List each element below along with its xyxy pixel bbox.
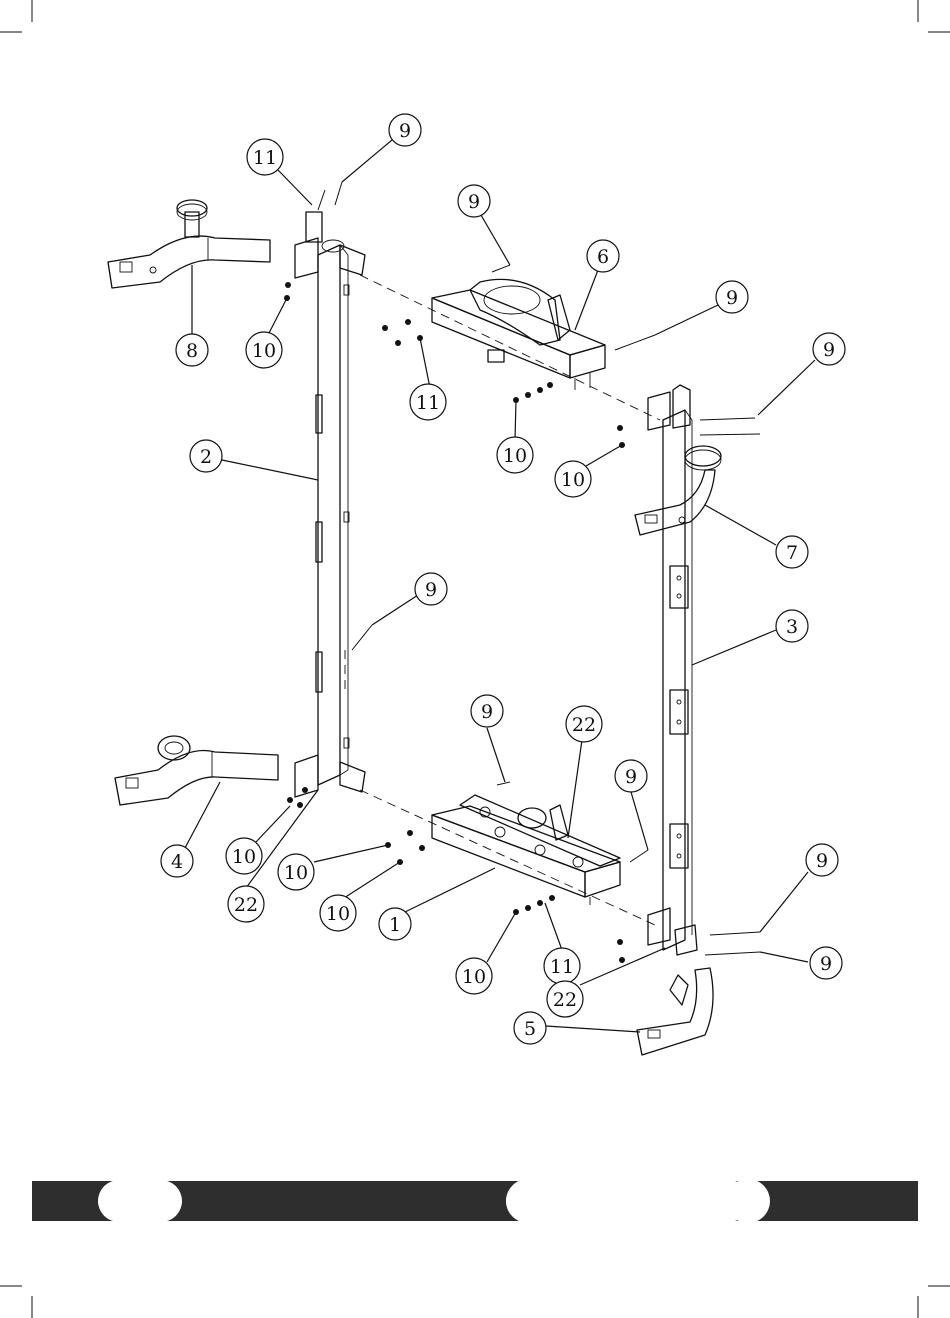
callout-9-right-2: 9 (813, 333, 845, 365)
callout-10-lower-2: 10 (320, 895, 356, 931)
callout-9-right-1: 9 (716, 281, 748, 313)
upper-left-arm (108, 200, 270, 288)
callout-number: 9 (468, 191, 480, 213)
callout-number: 11 (550, 956, 574, 978)
callout-number: 7 (786, 542, 798, 564)
callout-10-left-top: 10 (246, 332, 282, 368)
callout-9-lower-right: 9 (615, 760, 647, 792)
callout-number: 10 (284, 862, 308, 884)
callout-number: 6 (597, 246, 609, 268)
callout-number: 3 (786, 616, 798, 638)
callout-10-left-bottom: 10 (226, 838, 262, 874)
callout-10-bottom: 10 (456, 958, 492, 994)
lower-left-arm (115, 736, 278, 805)
right-upright-tube (648, 385, 697, 955)
callout-number: 10 (326, 903, 350, 925)
right-upper-arm (635, 446, 721, 535)
callout-number: 9 (726, 287, 738, 309)
callout-number: 10 (252, 340, 276, 362)
callout-number: 9 (481, 701, 493, 723)
callout-1: 1 (379, 908, 411, 940)
callout-9-lower-mid: 9 (471, 695, 503, 727)
callout-5: 5 (514, 1012, 546, 1044)
callout-9-top: 9 (389, 114, 421, 146)
callout-9-upper-mid: 9 (458, 185, 490, 217)
callout-number: 10 (503, 445, 527, 467)
callout-number: 10 (462, 966, 486, 988)
callout-number: 10 (232, 846, 256, 868)
callout-number: 9 (625, 766, 637, 788)
callout-9-far-right-1: 9 (806, 844, 838, 876)
callout-2: 2 (190, 440, 222, 472)
lower-cross-beam (432, 795, 620, 905)
callout-11-mid: 11 (410, 384, 446, 420)
callout-number: 22 (234, 894, 258, 916)
callout-number: 8 (186, 340, 198, 362)
lower-right-arm (637, 968, 713, 1055)
callout-number: 2 (200, 446, 212, 468)
callout-22-right: 22 (547, 981, 583, 1017)
callout-number: 22 (572, 714, 596, 736)
callout-number: 11 (253, 147, 277, 169)
callout-22-left: 22 (228, 886, 264, 922)
callout-number: 22 (553, 989, 577, 1011)
callout-number: 9 (425, 579, 437, 601)
callout-number: 10 (561, 469, 585, 491)
callout-number: 9 (823, 339, 835, 361)
callout-8: 8 (176, 334, 208, 366)
callout-10-mid: 10 (497, 437, 533, 473)
upper-cross-beam (432, 279, 605, 390)
callout-4: 4 (161, 845, 193, 877)
callout-7: 7 (776, 536, 808, 568)
callout-22-mid: 22 (566, 706, 602, 742)
callout-9-left-mid: 9 (415, 573, 447, 605)
callout-number: 9 (820, 953, 832, 975)
callout-10-right: 10 (555, 461, 591, 497)
callout-3: 3 (776, 610, 808, 642)
leader-lines (185, 140, 815, 1032)
callout-number: 4 (171, 851, 183, 873)
callout-number: 11 (416, 392, 440, 414)
callout-10-lower-1: 10 (278, 854, 314, 890)
callout-9-far-right-2: 9 (810, 947, 842, 979)
callout-number: 1 (389, 914, 401, 936)
callout-11-bottom: 11 (544, 948, 580, 984)
callout-11-top: 11 (247, 139, 283, 175)
callout-number: 9 (816, 850, 828, 872)
footer-bar (32, 1179, 918, 1223)
left-upright-tube (295, 212, 365, 797)
callout-number: 5 (524, 1018, 536, 1040)
callout-6: 6 (587, 240, 619, 272)
callout-number: 9 (399, 120, 411, 142)
